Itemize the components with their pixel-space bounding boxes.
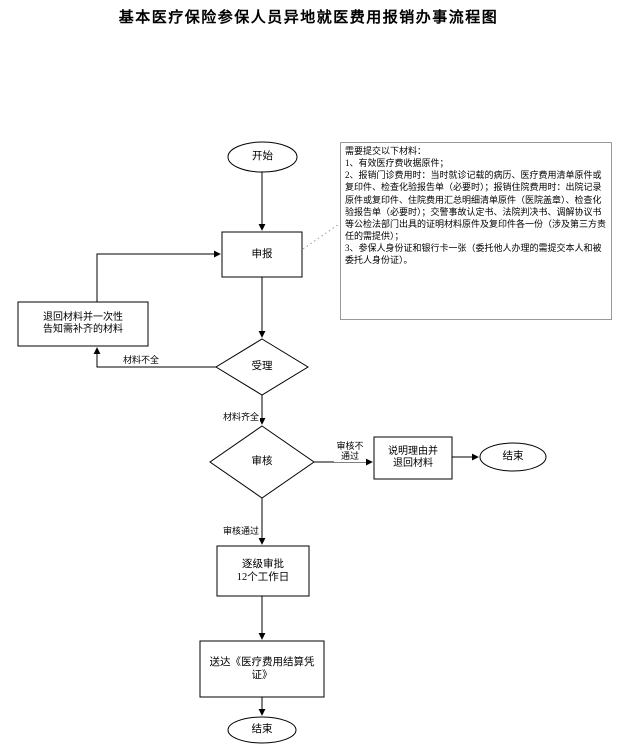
- node-explain-return: 说明理由并 退回材料: [388, 445, 438, 470]
- node-review: 审核: [251, 456, 273, 468]
- review-diamond-shape: [209, 425, 315, 499]
- edge-return-declare: [96, 250, 221, 302]
- edge-accept-return: [93, 347, 216, 368]
- node-declare: 申报: [251, 248, 273, 260]
- edge-label-materials-incomplete: 材料不全: [122, 355, 160, 366]
- node-end: 结束: [251, 724, 273, 736]
- node-end-right: 结束: [502, 451, 524, 463]
- edge-label-review-pass: 审核通过: [222, 526, 260, 537]
- end-bottom-oval-shape: [227, 716, 297, 744]
- return-rect-shape: [17, 301, 149, 347]
- node-accept: 受理: [251, 361, 273, 373]
- approval-rect-shape: [216, 545, 310, 597]
- required-materials-note: 需要提交以下材料： 1、有效医疗费收据原件； 2、报销门诊费用时：当时就诊记载的…: [340, 142, 612, 320]
- accept-diamond-shape: [215, 338, 309, 396]
- node-approval: 逐级审批 12个工作日: [236, 558, 290, 583]
- start-oval-shape: [227, 141, 298, 173]
- node-shapes: [17, 141, 547, 744]
- end-right-oval-shape: [479, 442, 547, 472]
- connector-lines: [93, 172, 479, 716]
- declare-rect-shape: [221, 231, 303, 278]
- node-return-materials: 退回材料并一次性 告知需补齐的材料: [43, 311, 123, 336]
- edge-label-review-fail: 审核不 通过: [334, 441, 366, 462]
- node-start: 开始: [252, 151, 273, 163]
- node-deliver: 送达《医疗费用结算凭 证》: [209, 656, 315, 681]
- page-title: 基本医疗保险参保人员异地就医费用报销办事流程图: [118, 10, 499, 26]
- note-connector-dotted: [302, 223, 340, 250]
- explain-rect-shape: [373, 436, 453, 480]
- deliver-rect-shape: [199, 640, 325, 698]
- edge-label-materials-complete: 材料齐全: [222, 412, 260, 423]
